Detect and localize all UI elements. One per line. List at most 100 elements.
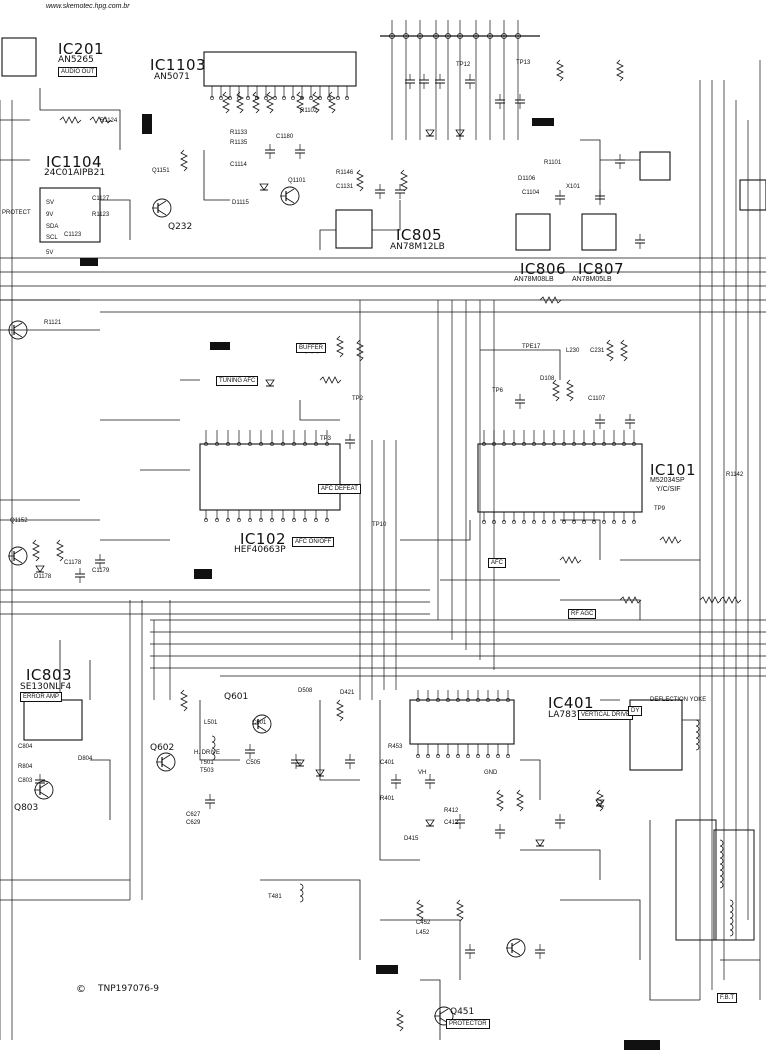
ic-pin <box>314 518 318 522</box>
component-label: D108 <box>540 376 555 382</box>
ic805-ref: IC805 <box>396 226 443 244</box>
ic-pin <box>281 442 285 446</box>
q1101-ref: Q1101 <box>288 178 306 184</box>
wire <box>319 700 360 781</box>
resistor-symbol <box>552 379 560 402</box>
ic401-part: LA7837 <box>548 710 583 720</box>
coil-symbol <box>695 719 700 727</box>
ic-pin <box>622 442 626 446</box>
ic-pin <box>582 520 586 524</box>
coil-symbol <box>299 883 304 891</box>
component-label: C804 <box>18 744 33 750</box>
ic101-part: M52034SP <box>650 477 685 484</box>
component-label: C505 <box>246 760 261 766</box>
component-label: TP10 <box>372 522 387 528</box>
yoke-body <box>629 699 683 771</box>
component-layer <box>1 33 766 1032</box>
ic-pin <box>512 520 516 524</box>
coil-symbol <box>729 911 734 919</box>
resistor-symbol <box>719 596 742 604</box>
ic-pin <box>592 442 596 446</box>
ic-pin <box>502 520 506 524</box>
wire <box>39 88 121 150</box>
ic1104-ref: IC1104 <box>46 153 103 171</box>
component-label: VH <box>418 770 427 776</box>
black-tag <box>624 1040 660 1050</box>
component-label: D1115 <box>232 200 249 206</box>
ic-pin <box>291 96 295 100</box>
wire <box>511 949 521 956</box>
protect-label: PROTECT <box>2 210 31 216</box>
wire <box>157 209 167 216</box>
resistor-symbol <box>59 116 82 124</box>
resistor-symbol <box>32 539 40 562</box>
resistor-symbol <box>56 539 64 562</box>
resistor-symbol <box>596 789 604 812</box>
ic-pin <box>204 442 208 446</box>
black-tag <box>210 342 230 350</box>
wire <box>203 150 230 201</box>
connector-pin <box>473 33 479 39</box>
black-tag <box>80 258 98 266</box>
connector-pin <box>515 33 521 39</box>
ic-pin <box>456 698 460 702</box>
coil-symbol <box>719 851 724 859</box>
q1151-ref: Q1151 <box>152 168 170 174</box>
wire <box>299 400 340 421</box>
resistor-symbol <box>616 59 624 82</box>
ic-pin <box>496 754 500 758</box>
diode-symbol <box>425 129 435 137</box>
ic-pin <box>325 518 329 522</box>
ic-pin <box>486 754 490 758</box>
resistor-symbol <box>400 169 408 192</box>
component-label: TP2 <box>352 396 364 402</box>
component-label: C627 <box>186 812 201 818</box>
component-label: 9V <box>46 212 54 218</box>
q451-ref: Q451 <box>450 1007 475 1017</box>
dy-box: DY <box>628 706 643 716</box>
q232-ref: Q232 <box>168 222 193 232</box>
ic-pin <box>572 442 576 446</box>
wire <box>257 725 267 732</box>
ic-pin <box>215 442 219 446</box>
ic806-part: AN78M08LB <box>514 276 554 283</box>
wire <box>480 349 561 380</box>
component-label: R412 <box>444 808 459 814</box>
wire <box>560 519 601 560</box>
resistor-symbol <box>266 91 274 114</box>
resistor-symbol <box>559 556 582 564</box>
transistor-symbol <box>434 1006 454 1026</box>
ic-pin <box>612 520 616 524</box>
component-label: R1121 <box>44 320 62 326</box>
ic-pin <box>426 754 430 758</box>
resistor-symbol <box>236 91 244 114</box>
component-label: R1102 <box>300 108 318 114</box>
ic-pin <box>572 520 576 524</box>
coil-symbol <box>211 753 216 761</box>
transistor-symbol <box>156 752 176 772</box>
component-label: C601 <box>252 720 267 726</box>
ic201-part: AN5265 <box>58 55 94 65</box>
ic-pin <box>532 442 536 446</box>
ic-pin <box>292 518 296 522</box>
component-label: C1179 <box>92 568 110 574</box>
ic-pin <box>226 442 230 446</box>
ic-pin <box>246 96 250 100</box>
wire <box>580 139 601 200</box>
component-label: C1114 <box>230 162 247 168</box>
ic-pin <box>436 698 440 702</box>
component-label: D1106 <box>518 176 536 182</box>
transistor-symbol <box>252 714 272 734</box>
black-tag <box>376 965 398 974</box>
resistor-symbol <box>180 689 188 712</box>
ic-pin <box>552 520 556 524</box>
ic201-func-box: AUDIO OUT <box>58 67 98 77</box>
connector-pin <box>389 33 395 39</box>
connector-pin <box>445 33 451 39</box>
component-label: R1123 <box>92 212 110 218</box>
ic-pin <box>542 442 546 446</box>
wire <box>157 200 167 207</box>
wire <box>649 820 700 1001</box>
coil-symbol <box>719 839 724 847</box>
ic101-body <box>477 443 643 513</box>
